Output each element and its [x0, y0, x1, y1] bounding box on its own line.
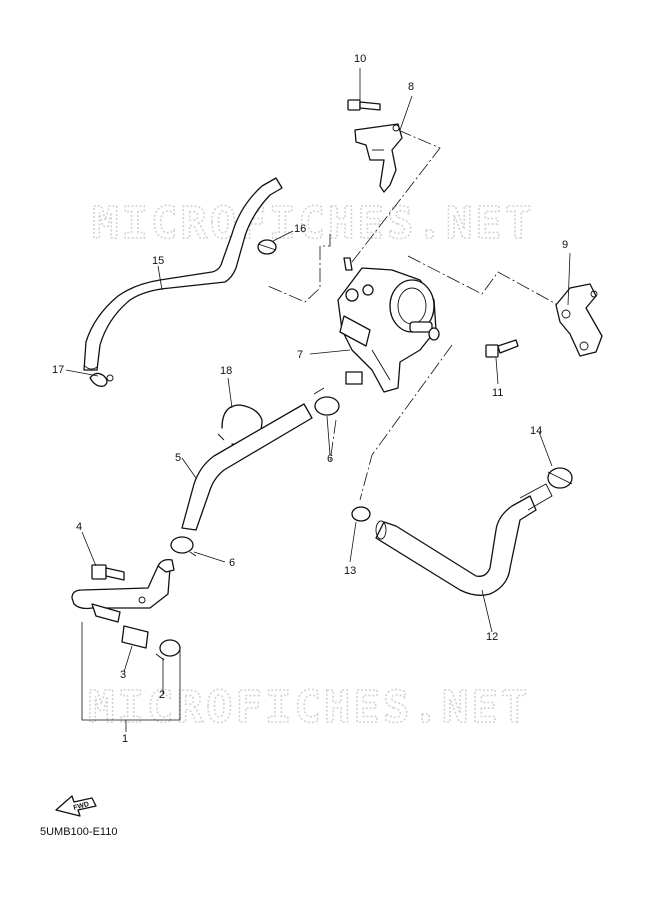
clamp-2[interactable]: [155, 639, 181, 661]
diagram-code: 5UMB100-E110: [40, 826, 118, 838]
callout-3: 3: [120, 669, 126, 681]
clamp-6-upper[interactable]: [313, 387, 340, 416]
bolt-10[interactable]: [347, 99, 381, 111]
fwd-label: FWD: [73, 801, 90, 812]
air-cut-valve-7[interactable]: [337, 257, 440, 393]
clamp-17[interactable]: [89, 372, 114, 387]
assembly-phantom-lines: [267, 129, 559, 501]
callout-10: 10: [354, 53, 366, 65]
callout-9: 9: [562, 239, 568, 251]
clamp-6-lower[interactable]: [170, 536, 197, 557]
watermark-bottom: MICROFICHES.NET: [88, 682, 530, 733]
watermark-top: MICROFICHES.NET: [92, 198, 534, 249]
callout-17: 17: [52, 364, 64, 376]
callout-8: 8: [408, 81, 414, 93]
callout-7: 7: [297, 349, 303, 361]
callout-16: 16: [294, 223, 306, 235]
callout-13: 13: [344, 565, 356, 577]
callout-12: 12: [486, 631, 498, 643]
callout-18: 18: [220, 365, 232, 377]
hose-5[interactable]: [181, 403, 313, 531]
clamp-13[interactable]: [351, 506, 371, 522]
leader-lines: [65, 68, 571, 732]
callout-5: 5: [175, 452, 181, 464]
callout-14: 14: [530, 425, 542, 437]
callout-15: 15: [152, 255, 164, 267]
hose-15[interactable]: [83, 177, 283, 371]
callout-6-upper: 6: [327, 453, 333, 465]
callout-6-lower: 6: [229, 557, 235, 569]
callout-4: 4: [76, 521, 82, 533]
clamp-16[interactable]: [257, 239, 277, 255]
fwd-arrow-icon: FWD: [55, 795, 97, 817]
sleeve-3[interactable]: [121, 625, 149, 649]
callout-labels: 10 8 16 9 15 7 17 18 11 14 5 6 4 6 13 12…: [52, 53, 568, 745]
bracket-9[interactable]: [555, 283, 603, 357]
bolt-11[interactable]: [485, 339, 519, 358]
callout-2: 2: [159, 689, 165, 701]
hose-12[interactable]: [375, 483, 553, 596]
pipe-assembly-1[interactable]: [71, 558, 175, 623]
callout-11: 11: [492, 387, 503, 399]
callout-1: 1: [122, 733, 128, 745]
bracket-8[interactable]: [354, 123, 403, 193]
clamp-14[interactable]: [547, 467, 573, 489]
bolt-4[interactable]: [91, 564, 125, 581]
